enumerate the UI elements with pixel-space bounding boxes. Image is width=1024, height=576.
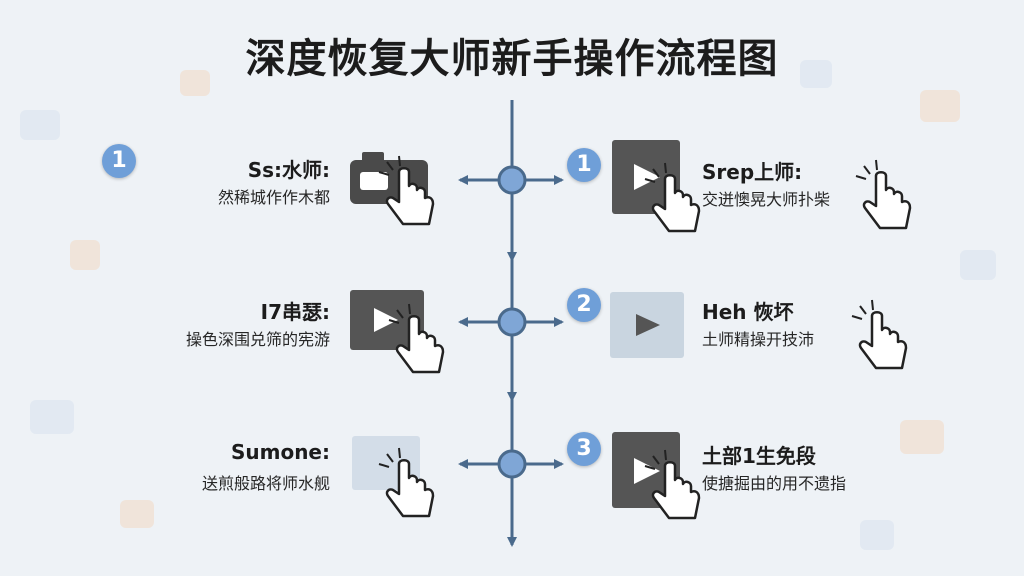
step-heading: 土部1生免段 — [702, 444, 816, 468]
flow-node-2 — [458, 307, 564, 337]
video-icon — [612, 140, 680, 214]
step-heading: I7串瑟: — [260, 300, 330, 324]
step-description: 操色深围兑筛的宪游 — [185, 330, 330, 349]
step-badge: 2 — [567, 288, 601, 322]
step-description: 送煎般路将师水舰 — [201, 474, 330, 493]
pointer-hand-icon — [851, 299, 908, 370]
video-icon — [350, 290, 424, 350]
step-heading: Sumone: — [230, 440, 330, 464]
step-description: 然稀城作作木都 — [217, 188, 330, 207]
step-description: 交迸懊晃大师扑柴 — [702, 190, 831, 209]
step-badge: 1 — [567, 148, 601, 182]
flow-node-1 — [458, 165, 564, 195]
step-heading: Heh 恢坏 — [702, 300, 794, 324]
step-description: 使搪掘由的用不遗指 — [702, 474, 847, 493]
pointer-hand-icon — [388, 303, 445, 374]
pointer-hand-icon — [855, 159, 912, 230]
step-badge: 1 — [102, 144, 136, 178]
pointer-hand-icon — [378, 447, 435, 518]
step-heading: Ss:水师: — [247, 158, 330, 182]
video-icon — [610, 292, 684, 358]
pointer-hand-icon — [644, 449, 701, 520]
pointer-hand-icon — [378, 155, 435, 226]
step-heading: Srep上师: — [702, 160, 803, 184]
step-badge: 3 — [567, 432, 601, 466]
page-title: 深度恢复大师新手操作流程图 — [245, 36, 779, 82]
flow-node-3 — [458, 449, 564, 479]
pointer-hand-icon — [644, 162, 701, 233]
video-icon — [612, 432, 680, 508]
step-description: 土师精操开技沛 — [702, 330, 815, 349]
